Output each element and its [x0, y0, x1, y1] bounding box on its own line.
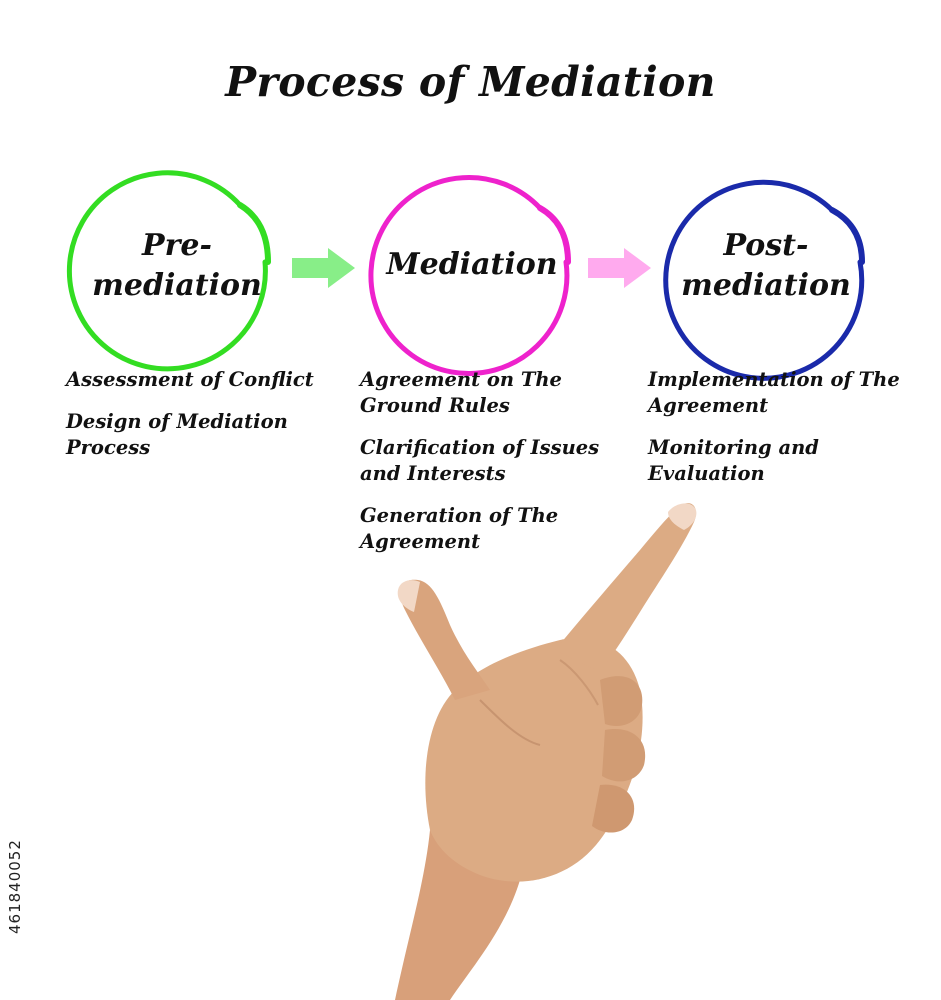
- list-item: Assessment of Conflict: [66, 368, 314, 391]
- stage-circle-pre-mediation: [66, 170, 271, 372]
- stock-image-id: 461840052: [6, 839, 24, 934]
- list-item: Implementation of The Agreement: [648, 368, 900, 417]
- list-item: Agreement on The Ground Rules: [360, 368, 562, 417]
- arrow-mediation-to-post: [588, 248, 651, 288]
- stage-label-pre-mediation: Pre- mediation: [92, 228, 262, 303]
- stage-circle-mediation: [368, 175, 571, 376]
- stage-circle-post-mediation: [663, 179, 865, 381]
- pointing-hand-image: [395, 503, 697, 1000]
- stage-label-mediation: Mediation: [386, 247, 558, 282]
- list-item: Design of Mediation Process: [66, 410, 288, 459]
- post-mediation-items: Implementation of The Agreement Monitori…: [648, 367, 918, 503]
- arrow-pre-to-mediation: [292, 248, 355, 288]
- mediation-items: Agreement on The Ground Rules Clarificat…: [360, 367, 640, 571]
- list-item: Clarification of Issues and Interests: [360, 436, 600, 485]
- list-item: Monitoring and Evaluation: [648, 436, 819, 485]
- pre-mediation-items: Assessment of Conflict Design of Mediati…: [66, 367, 336, 477]
- stage-label-post-mediation: Post- mediation: [681, 228, 851, 303]
- diagram-title: Process of Mediation: [225, 58, 716, 106]
- list-item: Generation of The Agreement: [360, 504, 559, 553]
